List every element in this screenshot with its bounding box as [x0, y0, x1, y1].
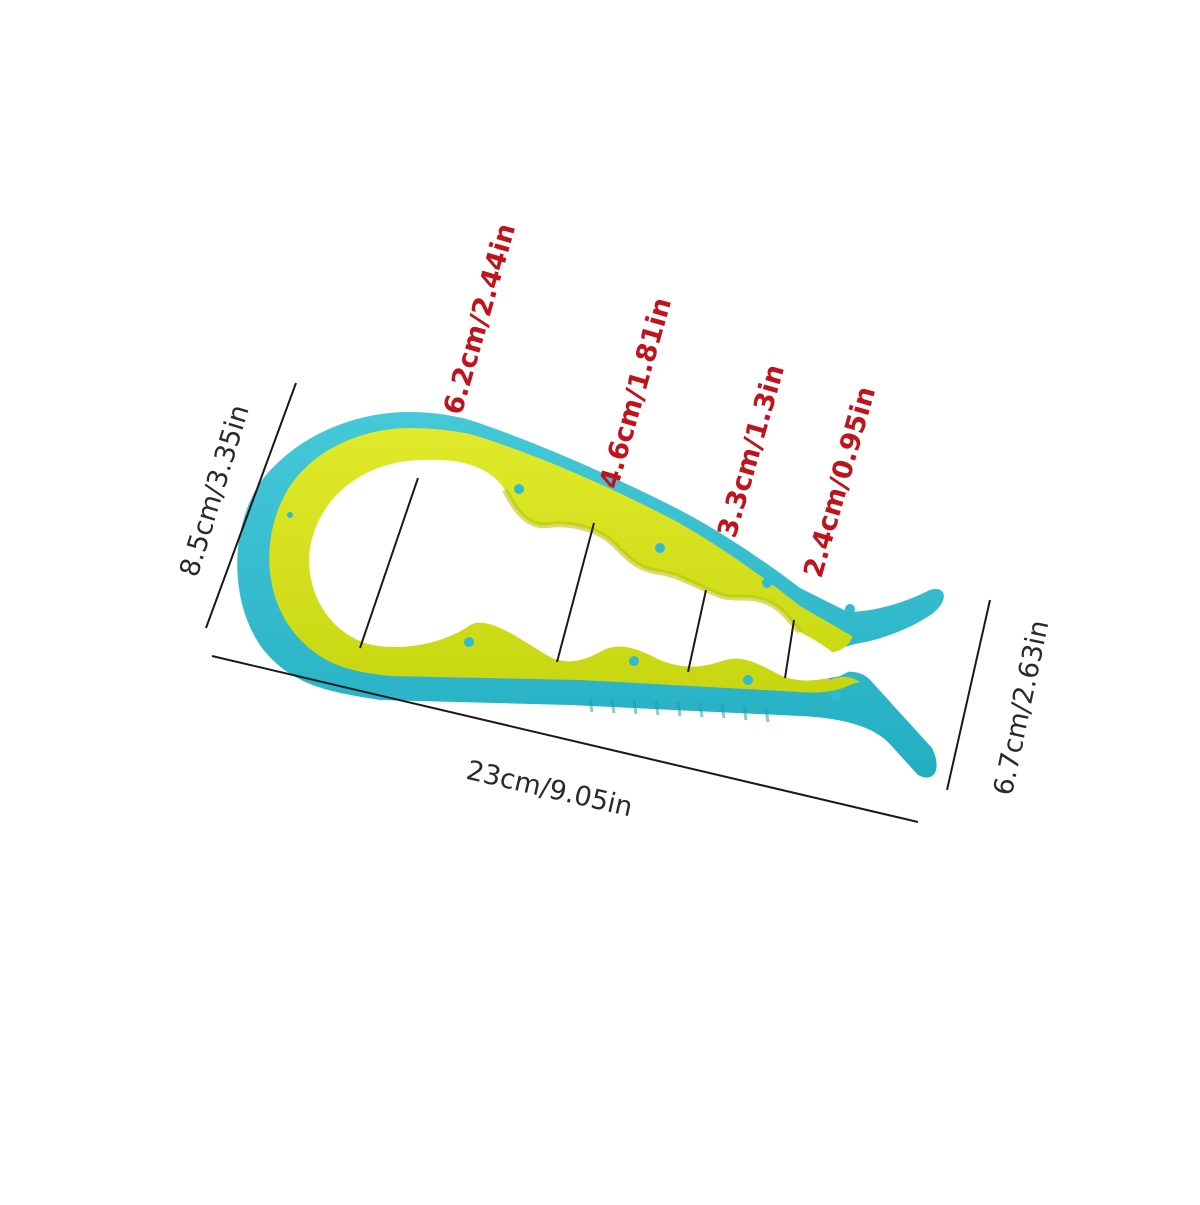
- opening-4-line: [784, 619, 795, 679]
- opening-1-line: [359, 477, 419, 649]
- bottom-ribs: [588, 697, 770, 723]
- loop-opening: [309, 459, 848, 681]
- total-length-line: [211, 655, 919, 823]
- dimension-lines: [205, 382, 991, 823]
- grip-dots: [287, 484, 855, 700]
- tip-width-line: [946, 599, 991, 791]
- handle-width-line: [205, 382, 297, 629]
- grip-ridge-top: [502, 488, 803, 634]
- opening-2-line: [556, 522, 595, 663]
- opening-3-line: [687, 589, 707, 673]
